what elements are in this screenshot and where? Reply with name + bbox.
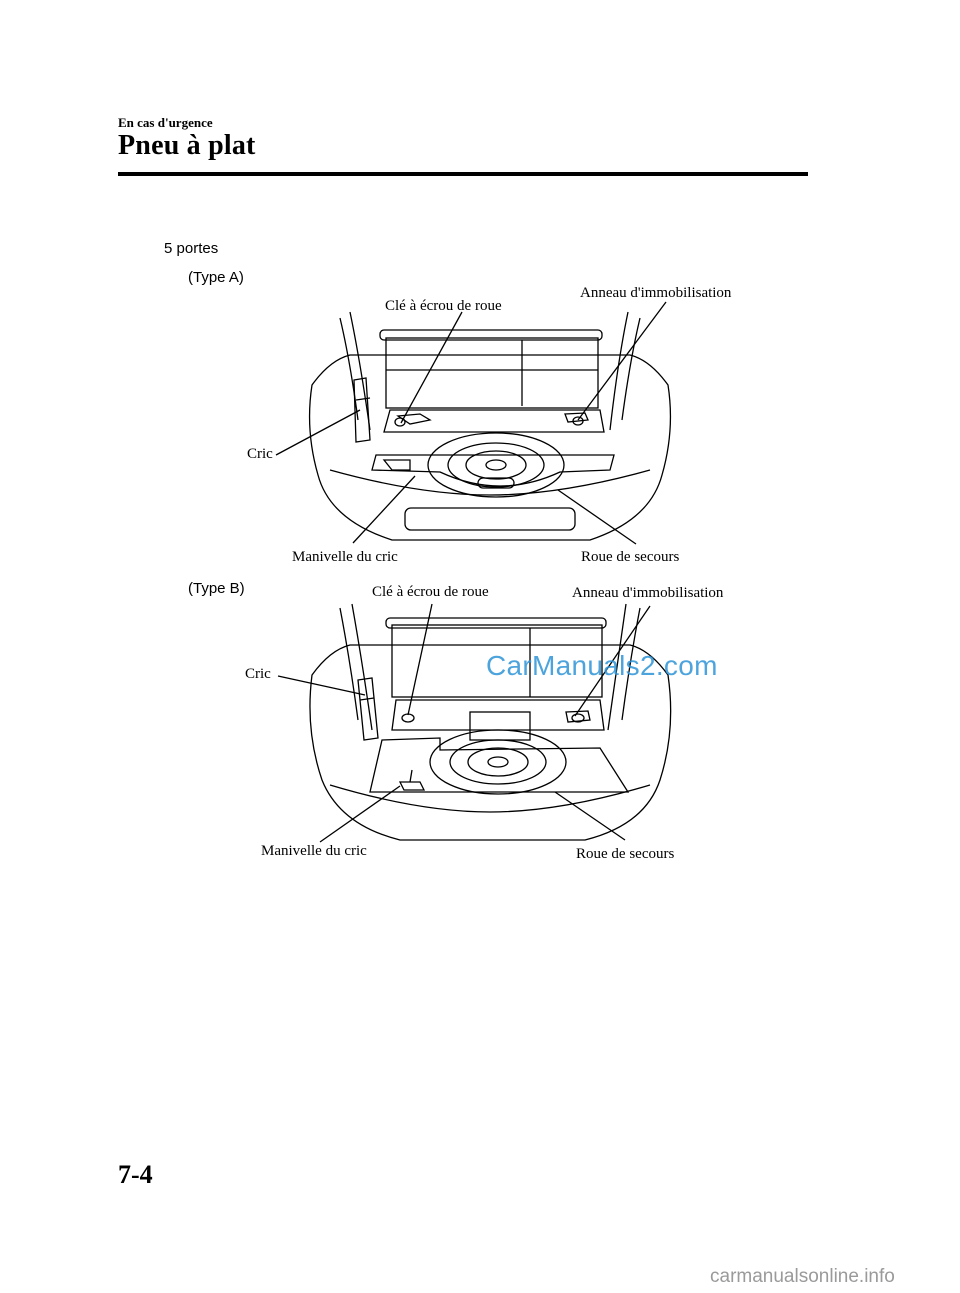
page-title: Pneu à plat (118, 130, 256, 161)
callout-spare-tire-a: Roue de secours (581, 549, 680, 565)
section-label: En cas d'urgence (118, 115, 213, 130)
trunk-diagram-type-b (277, 603, 672, 843)
watermark: CarManuals2.com (486, 650, 718, 681)
callout-jack-handle-b: Manivelle du cric (261, 843, 367, 859)
callout-spare-tire-b: Roue de secours (576, 846, 675, 862)
spare-tire-drawing-a (427, 432, 565, 498)
type-b-heading: (Type B) (188, 580, 245, 597)
page-number: 7-4 (118, 1160, 153, 1189)
callout-tiedown-ring-a: Anneau d'immobilisation (580, 285, 732, 301)
callout-jack-handle-a: Manivelle du cric (292, 549, 398, 565)
car-body-outline-a (308, 354, 672, 541)
jack-drawing-a (353, 377, 371, 443)
trunk-diagram-type-a (275, 301, 672, 545)
callout-wheel-nut-wrench-a: Clé à écrou de roue (385, 298, 502, 314)
doors-heading: 5 portes (164, 240, 219, 257)
title-rule (118, 172, 808, 176)
car-body-outline-b (309, 644, 672, 841)
jack-drawing-b (357, 677, 379, 741)
type-a-heading: (Type A) (188, 269, 244, 286)
callout-jack-b: Cric (245, 666, 271, 682)
callout-wheel-nut-wrench-b: Clé à écrou de roue (372, 584, 489, 600)
spare-tire-drawing-b (429, 729, 567, 795)
footer-site-link[interactable]: carmanualsonline.info (710, 1266, 895, 1287)
callout-jack-a: Cric (247, 446, 273, 462)
callout-tiedown-ring-b: Anneau d'immobilisation (572, 585, 724, 601)
